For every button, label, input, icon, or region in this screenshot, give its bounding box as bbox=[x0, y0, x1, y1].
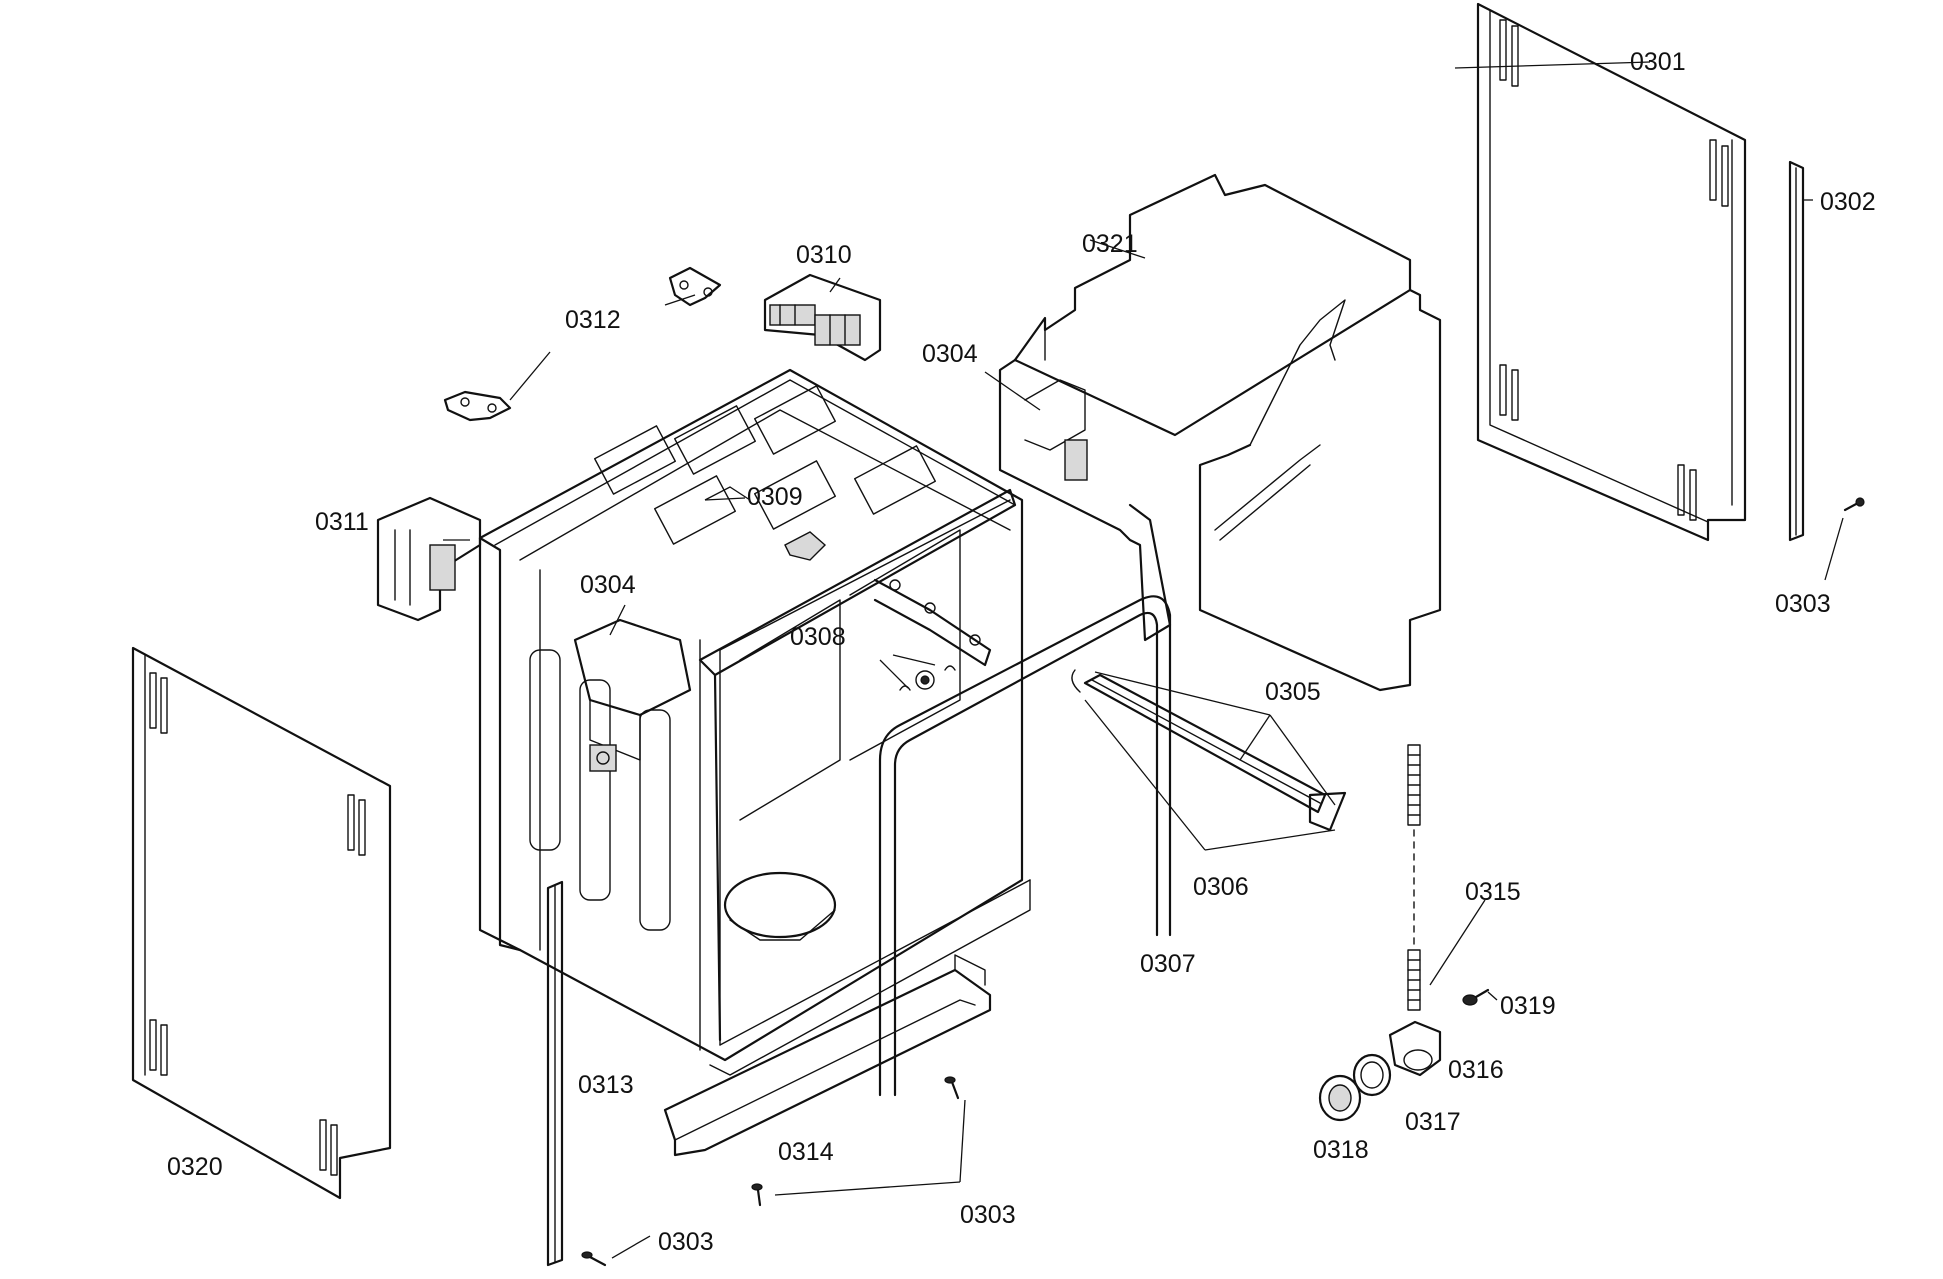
part-0319-screw bbox=[1462, 988, 1490, 1006]
label-0318: 0318 bbox=[1313, 1136, 1369, 1164]
label-0304-tub: 0304 bbox=[580, 571, 636, 599]
label-0317: 0317 bbox=[1405, 1108, 1461, 1136]
label-0301: 0301 bbox=[1630, 48, 1686, 76]
label-0308: 0308 bbox=[790, 623, 846, 651]
part-0311-bracket bbox=[376, 496, 482, 622]
part-0316-fitting bbox=[1388, 1020, 1442, 1077]
label-0305: 0305 bbox=[1265, 678, 1321, 706]
part-0317-nut bbox=[1352, 1053, 1392, 1097]
label-0312: 0312 bbox=[565, 306, 621, 334]
screw-0303-bottom bbox=[751, 1183, 763, 1207]
screw-0303-left bbox=[581, 1251, 607, 1267]
part-0313-seal bbox=[546, 880, 564, 1267]
part-0307-door-seal bbox=[878, 595, 1172, 1097]
part-0301-right-side-panel bbox=[1476, 2, 1747, 542]
screw-0303-center bbox=[944, 1076, 960, 1100]
screw-0303-right bbox=[1843, 497, 1865, 512]
label-0304-housing: 0304 bbox=[922, 340, 978, 368]
part-0320-left-side-panel bbox=[131, 646, 392, 1200]
leader-lines bbox=[443, 61, 1844, 1259]
label-0319: 0319 bbox=[1500, 992, 1556, 1020]
part-0302-trim-strip bbox=[1788, 160, 1805, 542]
label-0302: 0302 bbox=[1820, 188, 1876, 216]
label-0313: 0313 bbox=[578, 1071, 634, 1099]
callout-labels: 0301 0302 0303 0321 0304 0304 0309 0310 … bbox=[167, 48, 1876, 1256]
part-0312-bracket-upper bbox=[668, 266, 722, 307]
label-0315: 0315 bbox=[1465, 878, 1521, 906]
label-0316: 0316 bbox=[1448, 1056, 1504, 1084]
label-0303-center: 0303 bbox=[960, 1201, 1016, 1229]
label-0309: 0309 bbox=[747, 483, 803, 511]
part-0321-insulation-housing bbox=[998, 173, 1442, 692]
label-0320: 0320 bbox=[167, 1153, 223, 1181]
label-0303-right: 0303 bbox=[1775, 590, 1831, 618]
label-0321: 0321 bbox=[1082, 230, 1138, 258]
part-0305-strut bbox=[1071, 669, 1347, 832]
label-0303-left: 0303 bbox=[658, 1228, 714, 1256]
label-0311: 0311 bbox=[315, 508, 369, 536]
part-0310-bracket bbox=[763, 273, 882, 362]
part-0315-hose bbox=[1407, 744, 1421, 1011]
part-0318-nut bbox=[1318, 1074, 1362, 1122]
part-0312-bracket-lower bbox=[443, 390, 512, 422]
part-0308-hinge bbox=[873, 578, 992, 691]
label-0307: 0307 bbox=[1140, 950, 1196, 978]
label-0310: 0310 bbox=[796, 241, 852, 269]
part-0304-vent bbox=[573, 618, 692, 772]
label-0306: 0306 bbox=[1193, 873, 1249, 901]
label-0314: 0314 bbox=[778, 1138, 834, 1166]
part-0309-clip bbox=[704, 486, 827, 561]
part-0314-kickplate bbox=[663, 954, 992, 1157]
